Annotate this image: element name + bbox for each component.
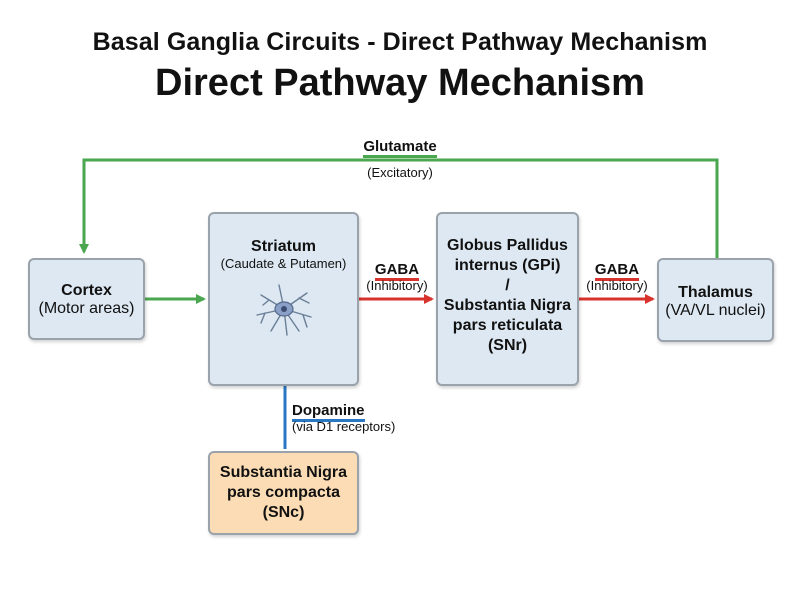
diagram-title: Basal Ganglia Circuits - Direct Pathway … <box>92 28 708 56</box>
glutamate-name: Glutamate <box>363 138 437 158</box>
diagram-subtitle: Direct Pathway Mechanism <box>155 62 645 104</box>
glutamate-desc: (Excitatory) <box>367 165 433 180</box>
gaba-label-1: GABA (Inhibitory) <box>352 261 442 293</box>
snc-line2: pars compacta <box>227 484 340 501</box>
gaba-2-desc: (Inhibitory) <box>586 278 648 293</box>
snc-line3: (SNc) <box>262 504 305 521</box>
gaba-1-desc: (Inhibitory) <box>366 278 428 293</box>
dopamine-desc: (via D1 receptors) <box>292 419 396 434</box>
cortex-detail: (Motor areas) <box>38 300 135 317</box>
gpi-snr-node: Globus Pallidus internus (GPi) / Substan… <box>436 212 579 386</box>
gaba-label-2: GABA (Inhibitory) <box>572 261 662 293</box>
striatum-node: Striatum (Caudate & Putamen) <box>208 212 359 386</box>
gpi-separator: / <box>505 277 510 294</box>
dopamine-label: Dopamine (via D1 receptors) <box>292 402 395 434</box>
glutamate-label: Glutamate (Excitatory) <box>320 138 480 180</box>
striatum-name: Striatum <box>251 238 316 255</box>
snr-line5: (SNr) <box>487 337 528 354</box>
striatum-detail: (Caudate & Putamen) <box>220 256 347 271</box>
glutamate-feedback-arrow <box>79 158 719 258</box>
snc-line1: Substantia Nigra <box>219 464 348 481</box>
dopamine-name: Dopamine <box>292 402 365 422</box>
gpi-line2: internus (GPi) <box>454 257 561 274</box>
thalamus-detail: (VA/VL nuclei) <box>665 302 766 319</box>
snr-line4: pars reticulata <box>452 317 563 334</box>
cortex-name: Cortex <box>61 282 112 299</box>
gpi-line1: Globus Pallidus <box>447 237 568 254</box>
snr-line3: Substantia Nigra <box>443 297 572 314</box>
gaba-2-name: GABA <box>594 261 640 281</box>
thalamus-name: Thalamus <box>678 284 753 301</box>
neuron-icon <box>255 284 312 336</box>
cortex-node: Cortex (Motor areas) <box>28 258 145 340</box>
thalamus-node: Thalamus (VA/VL nuclei) <box>657 258 774 342</box>
gaba-1-name: GABA <box>374 261 420 281</box>
snc-node: Substantia Nigra pars compacta (SNc) <box>208 451 359 535</box>
